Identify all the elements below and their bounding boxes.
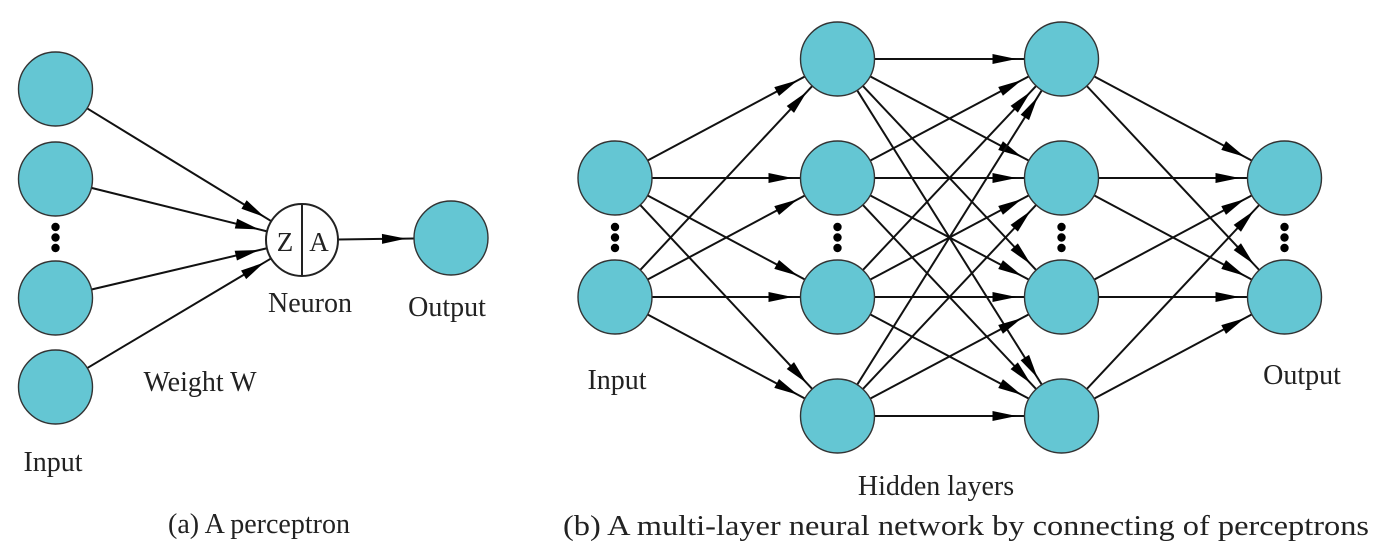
perceptron-caption: (a) A perceptron [168, 509, 350, 540]
perceptron-input-ellipsis-dot-1 [51, 233, 60, 242]
perceptron-weight-label: Weight W [143, 367, 257, 398]
network-edge-arrowhead [768, 292, 793, 302]
network-hidden2-node [1023, 378, 1100, 454]
network-hidden-label: Hidden layers [858, 471, 1014, 502]
network-edge-arrowhead [998, 141, 1022, 157]
network-edge-arrowhead [1233, 210, 1254, 232]
network-edge [862, 204, 1037, 390]
perceptron-input-ellipsis-dot-0 [51, 222, 60, 232]
perceptron-input-node [17, 141, 94, 217]
network-edge-arrowhead [998, 379, 1022, 395]
network-hidden2-node [1023, 140, 1100, 216]
network-hidden2-ellipsis-dot-2 [1057, 243, 1066, 253]
neuron-z-symbol: Z [277, 227, 294, 257]
perceptron-input-node [17, 349, 94, 425]
network-edge-arrowhead [1221, 199, 1245, 215]
perceptron-weight-edge [86, 257, 272, 369]
network-edge-arrowhead [1010, 362, 1031, 384]
network-hidden1-ellipsis-dot-0 [833, 222, 842, 232]
network-input-ellipsis-dot-1 [610, 233, 620, 242]
network-hidden1-node [799, 21, 876, 97]
neuron-a-symbol: A [309, 227, 329, 257]
network-edge-arrowhead [992, 54, 1017, 64]
network-hidden1-node [799, 140, 876, 216]
perceptron-output-label: Output [408, 292, 486, 323]
network-edge-arrowhead [786, 362, 807, 384]
network-input-ellipsis-dot-2 [610, 243, 620, 253]
network-hidden1-ellipsis-dot-1 [833, 233, 842, 242]
perceptron-output-node [413, 200, 489, 276]
ellipsis-markers [51, 222, 1289, 253]
perceptron-weight-edge-arrowhead [241, 262, 265, 280]
perceptron-input-ellipsis-dot-2 [51, 243, 60, 253]
network-edge-arrowhead [1020, 97, 1038, 121]
network-output-node [1246, 140, 1323, 216]
edges [86, 54, 1260, 421]
network-edge-arrowhead [786, 91, 807, 113]
network-output-ellipsis-dot-0 [1280, 222, 1289, 232]
perceptron-neuron-label: Neuron [268, 288, 352, 319]
perceptron-weight-edge-arrowhead [241, 200, 265, 218]
network-edge-arrowhead [998, 199, 1022, 215]
network-edge-arrowhead [1233, 243, 1254, 265]
network-caption: (b) A multi-layer neural network by conn… [563, 511, 1369, 542]
network-hidden2-node [1023, 21, 1100, 97]
network-edge-arrowhead [998, 80, 1022, 96]
network-edge-arrowhead [1221, 318, 1245, 334]
perceptron-output-edge-arrowhead [381, 233, 407, 244]
network-edge-arrowhead [774, 260, 798, 276]
network-edge-arrowhead [774, 80, 798, 96]
network-hidden2-ellipsis-dot-0 [1057, 222, 1066, 232]
network-edge [856, 89, 1043, 386]
network-hidden1-node [799, 259, 876, 335]
network-edge-arrowhead [774, 199, 798, 215]
network-edge-arrowhead [1215, 173, 1240, 183]
perceptron-input-node [17, 260, 94, 336]
network-output-label: Output [1263, 360, 1341, 391]
network-hidden2-node [1023, 259, 1100, 335]
network-edge-arrowhead [998, 318, 1022, 334]
network-edge [1086, 204, 1260, 390]
network-output-node [1246, 259, 1323, 335]
network-edge-arrowhead [1010, 91, 1031, 113]
nodes [17, 21, 1323, 454]
network-edge-arrowhead [1010, 210, 1031, 232]
perceptron-weight-edge-arrowhead [234, 250, 260, 261]
network-edge-arrowhead [1020, 354, 1038, 378]
network-input-label: Input [587, 365, 646, 396]
network-input-node [577, 259, 653, 335]
network-edge-arrowhead [992, 411, 1017, 421]
network-edge-arrowhead [992, 173, 1017, 183]
network-edge-arrowhead [992, 292, 1017, 302]
network-edge-arrowhead [1010, 243, 1031, 265]
perceptron-input-label: Input [23, 447, 82, 478]
network-edge [862, 85, 1037, 271]
network-input-ellipsis-dot-0 [610, 222, 620, 232]
network-output-ellipsis-dot-2 [1280, 243, 1289, 253]
network-hidden2-ellipsis-dot-1 [1057, 233, 1066, 242]
network-edge-arrowhead [1215, 292, 1240, 302]
network-edge-arrowhead [768, 173, 793, 183]
network-edge [639, 85, 813, 271]
perceptron-input-node [17, 51, 94, 127]
perceptron-weight-edge-arrowhead [234, 218, 260, 230]
perceptron-weight-edge [86, 107, 272, 223]
network-edge-arrowhead [1221, 141, 1245, 157]
network-output-ellipsis-dot-1 [1280, 233, 1289, 242]
network-edge-arrowhead [1221, 260, 1245, 276]
neuron: Z A [265, 203, 339, 277]
network-hidden1-node [799, 378, 876, 454]
network-hidden1-ellipsis-dot-2 [833, 243, 842, 253]
network-input-node [577, 140, 653, 216]
network-edge-arrowhead [774, 379, 798, 395]
network-edge-arrowhead [998, 260, 1022, 276]
